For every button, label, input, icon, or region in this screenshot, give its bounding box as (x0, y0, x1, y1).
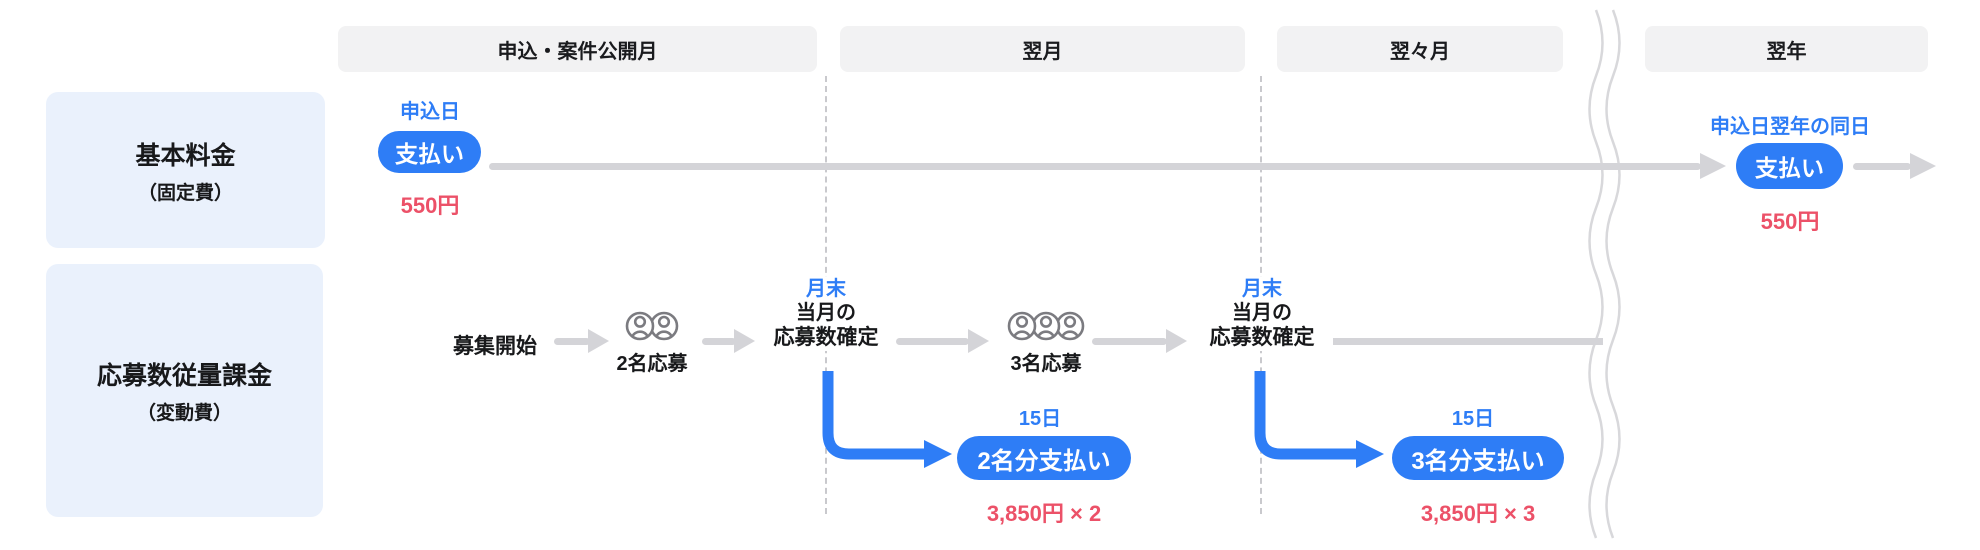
row-title: 基本料金 (135, 141, 236, 170)
payment-pill-three-applicants: 3名分支払い (1392, 436, 1564, 480)
renewal-payment-price: 550円 (1760, 209, 1820, 234)
row-label-basic-fee: 基本料金 （固定費） (46, 92, 325, 248)
flow-arrow-line (702, 338, 736, 345)
payment-price: 3,850円 × 3 (1420, 501, 1536, 526)
column-header-label: 翌々月 (1390, 40, 1450, 63)
arrowhead-icon (968, 329, 989, 353)
arrowhead-icon (588, 329, 609, 353)
first-payment-date-label: 申込日 (400, 101, 460, 123)
row-label-usage-fee: 応募数従量課金 （変動費） (46, 264, 323, 517)
renewal-payment-date-label: 申込日翌年の同日 (1710, 116, 1870, 138)
renewal-payment-pill: 支払い (1736, 143, 1843, 189)
payment-curved-arrow (1254, 371, 1384, 468)
month-end-date: 月末 (1242, 278, 1282, 300)
column-header-label: 翌月 (1022, 40, 1063, 63)
first-payment-price: 550円 (400, 193, 460, 218)
column-header-next-year: 翌年 (1645, 26, 1928, 72)
usage-timeline-tail-line (1333, 338, 1603, 345)
time-break-wavy-lines (1588, 9, 1621, 539)
month-end-2: 月末 当月の 応募数確定 (1203, 277, 1321, 351)
column-header-month-after-next: 翌々月 (1277, 26, 1563, 72)
row-title: 応募数従量課金 (96, 362, 272, 390)
applicants-count-label: 3名応募 (1010, 353, 1082, 375)
three-applicants-icon (1007, 311, 1085, 341)
month-end-caption: 当月の (1232, 302, 1292, 324)
two-applicants-icon (625, 311, 679, 341)
flow-arrow-line (554, 338, 590, 345)
column-header-label: 申込・案件公開月 (497, 40, 658, 63)
row-subtitle: （固定費） (137, 182, 233, 204)
month-end-caption: 応募数確定 (1209, 326, 1315, 349)
column-header-next-month: 翌月 (840, 26, 1245, 72)
arrowhead-icon (1910, 153, 1936, 179)
month-end-caption: 当月の (796, 302, 856, 324)
flow-arrow-line (896, 338, 969, 345)
column-header-application-month: 申込・案件公開月 (338, 26, 817, 72)
payment-price: 3,850円 × 2 (986, 501, 1102, 526)
payment-date-label: 15日 (1018, 408, 1062, 430)
applicants-count-label: 2名応募 (616, 353, 688, 375)
basic-fee-continuation-line (1853, 163, 1911, 170)
recruit-start-label: 募集開始 (453, 335, 537, 358)
basic-fee-timeline-line (489, 163, 1701, 170)
first-payment-pill: 支払い (378, 131, 481, 173)
arrowhead-icon (1700, 153, 1726, 179)
flow-arrow-line (1092, 338, 1167, 345)
payment-date-label: 15日 (1451, 408, 1495, 430)
arrowhead-icon (1166, 329, 1187, 353)
column-header-label: 翌年 (1766, 40, 1807, 63)
arrowhead-icon (734, 329, 755, 353)
payment-pill-two-applicants: 2名分支払い (957, 436, 1131, 480)
payment-curved-arrow (822, 371, 952, 468)
month-end-1: 月末 当月の 応募数確定 (767, 277, 885, 351)
month-end-date: 月末 (806, 278, 846, 300)
row-subtitle: （変動費） (136, 403, 232, 424)
month-end-caption: 応募数確定 (773, 326, 879, 349)
